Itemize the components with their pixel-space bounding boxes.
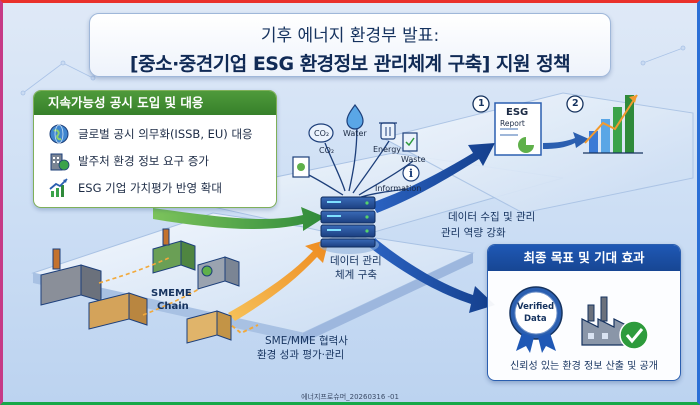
scene-illustration: i [20,45,694,344]
information-icon: i [402,164,420,182]
report-label-line2: Report [500,119,525,128]
energy-label: Energy [373,145,402,154]
document-check-icon [402,132,418,152]
sme-caption-line1: SME/MME 협력사 [265,335,348,347]
step1-number: 1 [478,98,485,109]
goal-caption: 신뢰성 있는 환경 정보 산출 및 공개 [510,361,658,372]
waste-label: Waste [401,155,426,164]
title-line1: 기후 에너지 환경부 발표: [260,26,440,46]
goal-panel: 최종 목표 및 기대 효과 Verified Data 신뢰성 있는 환경 정보… [487,244,681,381]
goal-illustration [509,286,649,353]
page-title: [중소·중견기업 ESG 환경정보 관리체계 구축] 지원 정책 [129,53,571,75]
sme-factories-illustration [40,228,240,344]
water-drop-icon [346,103,364,130]
goal-panel-header: 최종 목표 및 기대 효과 [488,245,680,271]
globe-icon [49,124,69,144]
server-label-line2: 체계 구축 [335,269,377,281]
step2-number: 2 [572,98,579,109]
orange-arrow [228,239,329,321]
disclosure-item-valuation: ESG 기업 가치평가 반영 확대 [44,175,270,201]
step2-badge [566,95,584,113]
capability-line1: 데이터 수집 및 관리 [448,211,536,223]
server-stack-icon [319,196,379,254]
information-label: Information [375,184,422,193]
growth-bars-icon [583,94,643,154]
svg-text:i: i [409,167,413,180]
building-esg-icon [50,153,70,171]
capability-line2: 관리 역량 강화 [441,227,506,239]
disclosure-panel: 지속가능성 공시 도입 및 대응 글로벌 공시 의무화(ISSB, EU) 대응… [33,90,277,208]
step1-badge [472,95,490,113]
sme-chain-label-line1: SMEME [151,288,192,299]
green-arrow [153,207,325,231]
badge-label-line1: Verified [517,302,555,312]
recycle-bin-icon [379,122,397,140]
co2-top-label: CO₂ [314,129,330,138]
badge-label-line2: Data [524,314,547,324]
growth-chart-icon [49,178,68,197]
data-stream-lines [304,124,414,198]
verified-badge-icon [509,286,563,353]
footer-caption: 에너지프로슈머_20260316 -01 [301,393,399,401]
document-leaf-icon [292,156,310,178]
disclosure-item-global: 글로벌 공시 의무화(ISSB, EU) 대응 [44,121,270,147]
co2-label: CO₂ [319,146,335,155]
disclosure-item-client: 발주처 환경 정보 요구 증가 [44,148,270,174]
blue-arrow-goal [369,238,495,313]
factory-check-icon [581,296,649,350]
disclosure-item-text: 발주처 환경 정보 요구 증가 [78,154,210,168]
disclosure-panel-header: 지속가능성 공시 도입 및 대응 [34,91,276,115]
network-decoration [20,45,686,96]
sme-caption-line2: 환경 성과 평가·관리 [257,349,345,361]
esg-report-icon [494,102,542,156]
disclosure-item-text: 글로벌 공시 의무화(ISSB, EU) 대응 [78,127,253,141]
title-banner: 기후 에너지 환경부 발표: [중소·중견기업 ESG 환경정보 관리체계 구축… [89,13,611,77]
report-label-line1: ESG [506,107,529,118]
blue-arrow-report [371,143,495,213]
sme-chain-label-line2: Chain [157,301,189,312]
water-label: Water [343,129,367,138]
disclosure-item-text: ESG 기업 가치평가 반영 확대 [78,181,222,195]
server-label-line1: 데이터 관리 [330,255,382,267]
co2-top-icon [308,123,334,143]
